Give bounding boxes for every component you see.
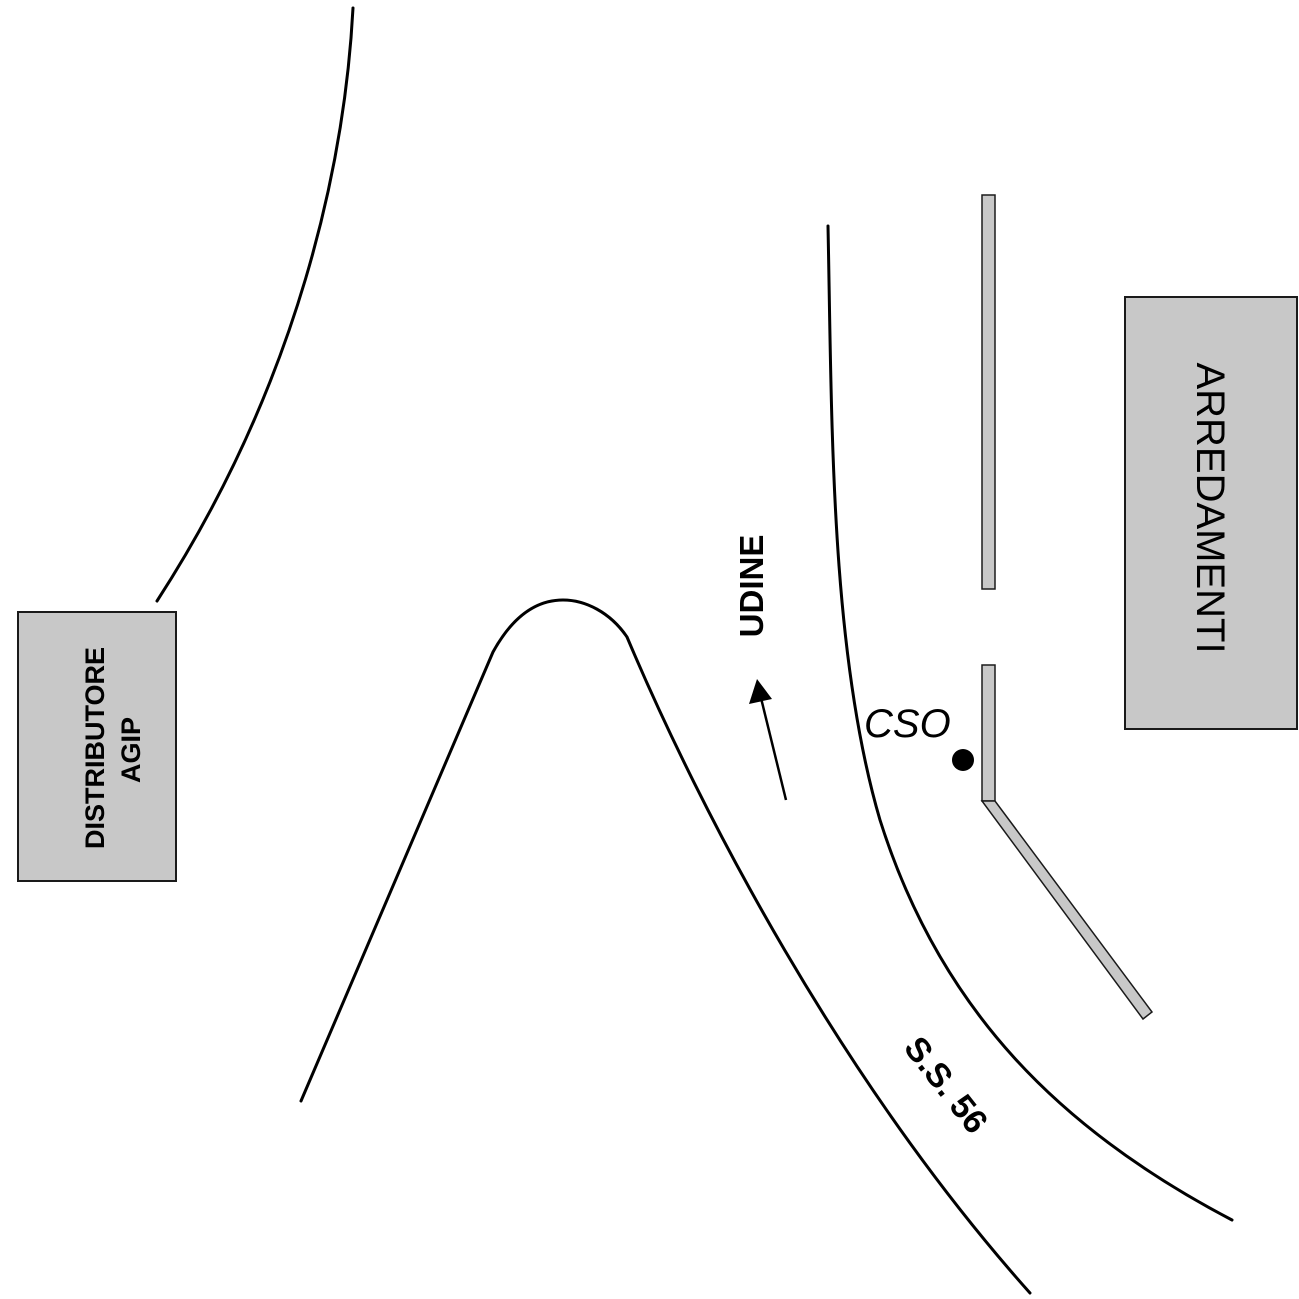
barrier-lower <box>981 664 996 802</box>
distributore-label-line2: AGIP <box>116 717 146 783</box>
building-arredamenti <box>1124 296 1298 730</box>
direction-label: UDINE <box>733 535 770 638</box>
distributore-label-line1: DISTRIBUTORE <box>80 647 110 849</box>
arrow-north-icon <box>749 679 788 801</box>
barrier-diagonal <box>980 800 1154 1021</box>
road-name-label: S.S. 56 <box>896 1030 995 1141</box>
barrier-upper <box>981 194 996 590</box>
road-edge-north-west <box>155 6 355 603</box>
building-distributore-agip <box>17 611 177 882</box>
road-edge-east <box>826 224 1234 1222</box>
marker-label: CSO <box>864 702 951 746</box>
arredamenti-label: ARREDAMENTI <box>1188 362 1232 653</box>
road-edge-median <box>299 598 1032 1295</box>
station-dot-icon <box>952 749 974 771</box>
